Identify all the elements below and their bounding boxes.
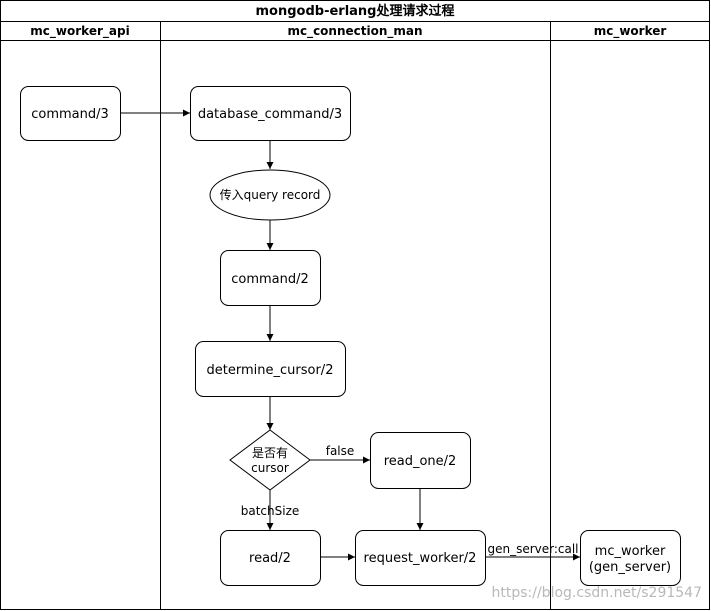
- node-database-command3-label: database_command/3: [198, 107, 342, 122]
- node-command3-label: command/3: [31, 107, 109, 122]
- node-determine-cursor2-label: determine_cursor/2: [207, 363, 334, 378]
- edge-label-batchsize: batchSize: [241, 504, 300, 518]
- node-read-one2: [370, 432, 471, 489]
- edge-label-gen-server-call: gen_server:call: [487, 542, 578, 556]
- node-request-worker2: [355, 530, 486, 586]
- node-query-record-label: 传入query record: [220, 187, 321, 202]
- node-mc-worker-label-line2: (gen_server): [589, 560, 671, 575]
- node-has-cursor-label-line2: cursor: [251, 461, 289, 475]
- diagram-title: mongodb-erlang处理请求过程: [256, 3, 455, 19]
- lane-header-api: mc_worker_api: [30, 24, 129, 39]
- node-query-record: [209, 169, 331, 221]
- node-mc-worker-gen-server: [580, 530, 681, 586]
- csdn-watermark: https://blog.csdn.net/s291547: [492, 585, 703, 601]
- node-has-cursor-decision: [229, 429, 311, 491]
- node-command2-label: command/2: [231, 272, 309, 287]
- node-determine-cursor2: [195, 341, 346, 397]
- node-command2: [220, 250, 321, 306]
- node-request-worker2-label: request_worker/2: [364, 551, 477, 566]
- lane-header-worker: mc_worker: [594, 24, 667, 39]
- node-has-cursor-label-line1: 是否有: [252, 446, 288, 460]
- node-read-one2-label: read_one/2: [384, 454, 457, 469]
- node-command3: [20, 86, 121, 141]
- node-mc-worker-label-line1: mc_worker: [595, 544, 666, 559]
- edge-label-false: false: [326, 444, 355, 458]
- node-read2-label: read/2: [249, 551, 291, 566]
- lane-header-connection-man: mc_connection_man: [287, 24, 422, 39]
- node-database-command3: [190, 86, 351, 141]
- node-read2: [220, 530, 321, 586]
